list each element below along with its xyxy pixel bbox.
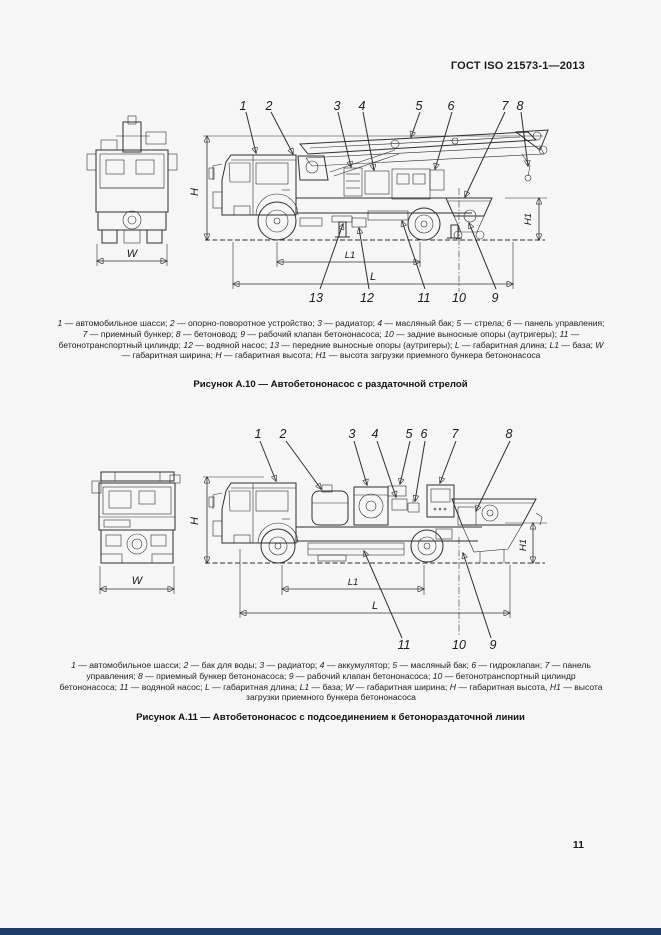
a11-callout-11: 11 — [398, 638, 411, 652]
a10-dimension-H: H — [189, 136, 543, 240]
a11-deck-equipment — [311, 484, 477, 526]
a10-callouts-top: 1 2 3 4 5 6 7 8 — [240, 99, 524, 113]
a11-callout-8: 8 — [506, 427, 513, 441]
a11-callout-7: 7 — [452, 427, 460, 441]
a10-callout-13: 13 — [309, 291, 323, 305]
a10-rear-view-truck — [86, 115, 178, 244]
a10-callout-1: 1 — [240, 99, 247, 113]
figure-a11-caption: Рисунок А.11 — Автобетононасос с подсоед… — [136, 712, 525, 723]
a10-boom — [297, 129, 549, 182]
a11-callout-4: 4 — [372, 427, 379, 441]
a11-callouts-bottom: 11 10 9 — [398, 638, 497, 652]
a10-dimension-H1: H1 — [505, 198, 547, 240]
a10-callout-8: 8 — [517, 99, 524, 113]
a11-dimension-H1: H1 — [505, 523, 547, 563]
a10-callout-leaders — [245, 111, 528, 290]
a11-hopper-assembly — [435, 498, 543, 635]
a11-callout-2: 2 — [279, 427, 287, 441]
a10-callout-11: 11 — [418, 291, 431, 305]
a10-callout-2: 2 — [265, 99, 273, 113]
a10-dimension-L: L — [233, 242, 513, 289]
a11-dim-label-H1: H1 — [518, 539, 529, 551]
a11-dim-label-L1: L1 — [348, 577, 359, 588]
document-header-title: ГОСТ ISO 21573-1—2013 — [450, 60, 585, 72]
a10-callout-3: 3 — [334, 99, 341, 113]
a10-callout-7: 7 — [502, 99, 510, 113]
a11-callout-10: 10 — [452, 638, 466, 652]
a11-dimension-H: H — [189, 477, 264, 563]
figure-a10-caption: Рисунок А.10 — Автобетононасос с раздато… — [193, 379, 468, 390]
a11-callout-leaders — [259, 440, 511, 639]
figure-a10-legend: 1 — автомобильное шасси; 2 — опорно-пово… — [57, 318, 605, 361]
a10-callout-5: 5 — [416, 99, 423, 113]
a11-dim-label-H: H — [189, 517, 201, 525]
a10-dim-label-L: L — [370, 271, 376, 283]
a10-callout-6: 6 — [448, 99, 455, 113]
a11-dimension-L: L — [240, 549, 510, 618]
figure-a10-drawing: W — [86, 99, 549, 305]
a10-callouts-bottom: 13 12 11 10 9 — [309, 291, 498, 305]
a11-dimension-L1: L1 — [282, 565, 424, 595]
a10-dimension-L1: L1 — [277, 242, 420, 267]
page-number: 11 — [572, 839, 584, 851]
a10-side-view-truck — [205, 154, 545, 241]
a11-dimension-W: W — [100, 566, 174, 594]
a10-dim-label-H1: H1 — [523, 213, 534, 225]
a10-dim-label-H: H — [189, 188, 201, 196]
a11-callout-6: 6 — [421, 427, 428, 441]
a10-callout-4: 4 — [359, 99, 366, 113]
a11-callout-9: 9 — [490, 638, 497, 652]
a10-dimension-W: W — [97, 244, 167, 266]
a10-callout-9: 9 — [492, 291, 499, 305]
a11-callout-1: 1 — [255, 427, 262, 441]
a11-dim-label-L: L — [372, 600, 378, 612]
a11-callout-5: 5 — [406, 427, 413, 441]
a11-rear-view-truck — [91, 471, 181, 564]
a11-callouts-top: 1 2 3 4 5 6 7 8 — [255, 427, 513, 441]
a10-dim-label-W: W — [127, 248, 139, 260]
a10-dim-label-L1: L1 — [345, 250, 356, 261]
a11-side-view-truck — [205, 482, 545, 564]
footer-bar — [0, 928, 661, 935]
a10-callout-12: 12 — [360, 291, 374, 305]
a11-callout-3: 3 — [349, 427, 356, 441]
figure-a11-legend: 1 — автомобильное шасси; 2 — бак для вод… — [59, 660, 603, 703]
figure-a11-drawing: W — [91, 427, 547, 652]
a11-dim-label-W: W — [132, 575, 144, 587]
a10-callout-10: 10 — [452, 291, 466, 305]
